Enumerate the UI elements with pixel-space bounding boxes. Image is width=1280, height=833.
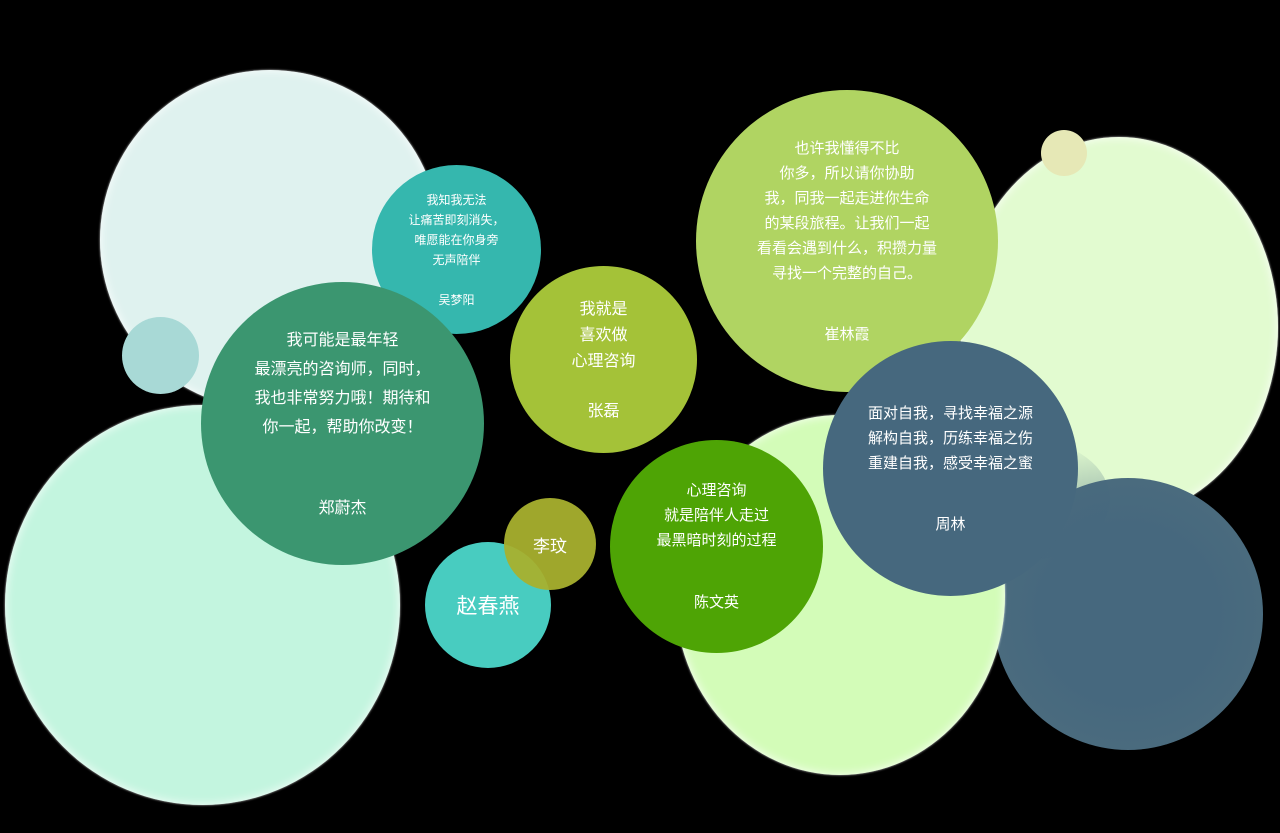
counselor-name: 周林 [935,514,966,533]
counselor-name: 李玟 [533,536,567,557]
quote-line: 的某段旅程。让我们一起 [764,213,930,232]
quote-line: 无声陪伴 [432,252,481,267]
quote-line: 最漂亮的咨询师，同时， [254,359,431,378]
decorative-circle-teal-small [122,317,199,394]
counselor-name: 赵春燕 [456,594,520,618]
quote-line: 唯愿能在你身旁 [414,232,499,247]
counselor-name: 崔林霞 [824,324,870,343]
quote-line: 你一起，帮助你改变！ [262,417,423,436]
quote-line: 喜欢做 [579,324,628,344]
decorative-circle-cream-small [1041,130,1087,176]
quote-line: 最黑暗时刻的过程 [656,531,777,549]
counselor-bubble-zhoulin[interactable]: 面对自我，寻找幸福之源 解构自我，历练幸福之伤 重建自我，感受幸福之蜜 周林 [823,341,1078,596]
counselor-bubble-zhengweijie[interactable]: 我可能是最年轻 最漂亮的咨询师，同时， 我也非常努力哦！期待和 你一起，帮助你改… [201,282,484,565]
quote-line: 心理咨询 [686,481,747,499]
counselor-bubble-chenwenying[interactable]: 心理咨询 就是陪伴人走过 最黑暗时刻的过程 陈文英 [610,440,823,653]
quote-line: 心理咨询 [571,350,636,370]
quote-line: 我，同我一起走进你生命 [764,188,930,207]
quote-line: 让痛苦即刻消失， [408,212,505,227]
quote-line: 我就是 [579,298,628,318]
quote-line: 你多，所以请你协助 [779,163,915,182]
counselor-name: 张磊 [587,400,620,420]
counselor-bubble-liwen[interactable]: 李玟 [504,498,596,590]
quote-line: 就是陪伴人走过 [663,506,769,524]
quote-line: 看看会遇到什么，积攒力量 [756,238,937,257]
quote-line: 解构自我，历练幸福之伤 [867,428,1033,447]
counselor-name: 陈文英 [693,593,739,611]
counselor-name: 郑蔚杰 [318,498,367,517]
quote-line: 我也非常努力哦！期待和 [254,388,431,407]
counselor-name: 吴梦阳 [438,292,475,307]
quote-line: 也许我懂得不比 [794,138,900,157]
quote-line: 我知我无法 [426,192,487,207]
counselor-bubble-zhanglei[interactable]: 我就是 喜欢做 心理咨询 张磊 [510,266,697,453]
quote-line: 寻找一个完整的自己。 [771,263,922,282]
quote-line: 面对自我，寻找幸福之源 [867,403,1033,422]
quote-line: 重建自我，感受幸福之蜜 [867,453,1033,472]
quote-line: 我可能是最年轻 [286,330,399,349]
